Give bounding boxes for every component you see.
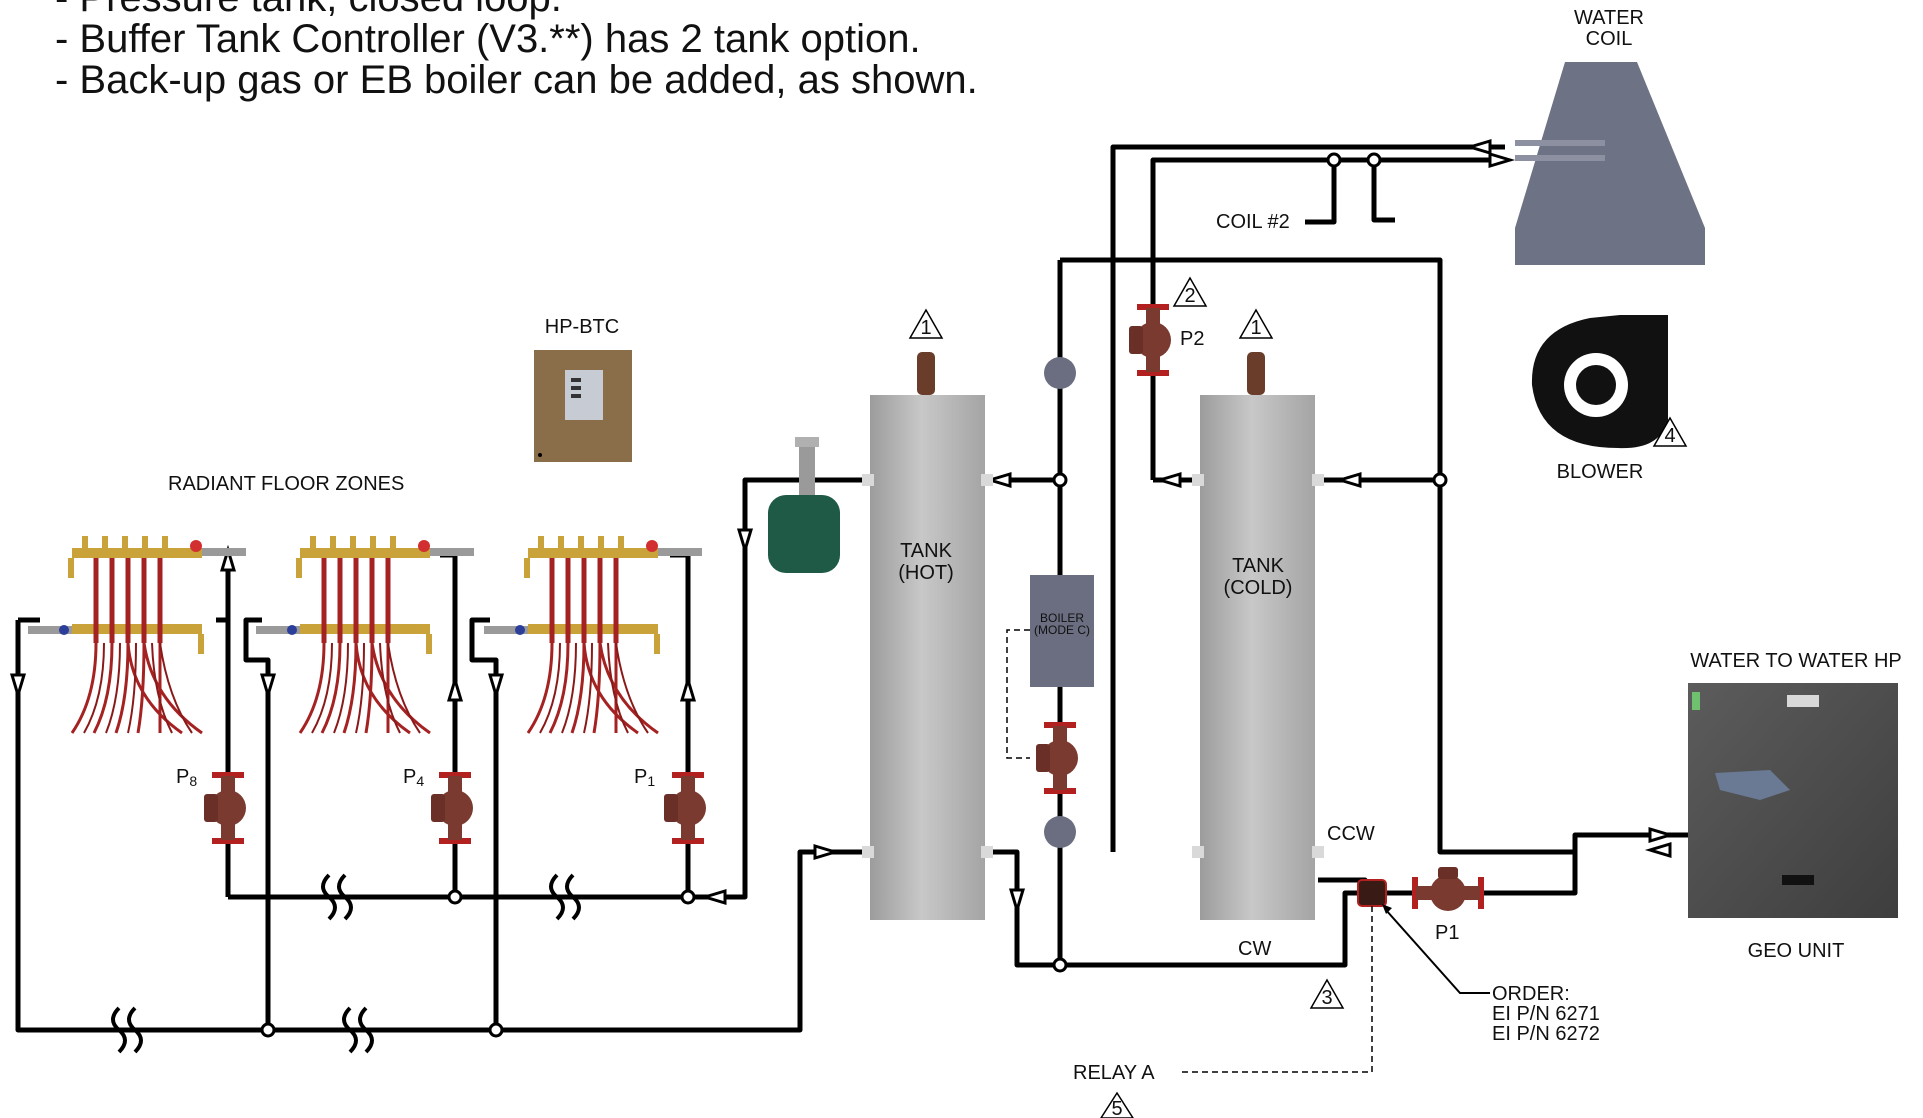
callout-1-cold: 1 bbox=[1238, 308, 1274, 339]
blower bbox=[1531, 315, 1668, 449]
callout-1-hot: 1 bbox=[908, 308, 944, 339]
radiant-label: RADIANT FLOOR ZONES bbox=[168, 473, 404, 495]
tank-cold bbox=[1192, 352, 1324, 920]
p2-label: P2 bbox=[1180, 328, 1204, 350]
svg-text:4: 4 bbox=[1664, 425, 1675, 447]
tank-cold-label-2: (COLD) bbox=[1224, 577, 1293, 599]
note-line-2: - Buffer Tank Controller (V3.**) has 2 t… bbox=[55, 17, 921, 61]
flow-arrows bbox=[9, 138, 1676, 916]
geo-unit bbox=[1688, 683, 1898, 918]
note-line-3: - Back-up gas or EB boiler can be added,… bbox=[55, 58, 978, 102]
svg-text:1: 1 bbox=[1250, 317, 1261, 339]
order-label-1: ORDER: bbox=[1492, 983, 1570, 1005]
manifold-zone-4 bbox=[256, 536, 474, 733]
zone-supply-main bbox=[228, 477, 870, 900]
cw-label: CW bbox=[1238, 938, 1271, 960]
boiler-control-wire bbox=[1006, 629, 1030, 759]
boiler bbox=[1030, 357, 1094, 848]
hp-btc-label: HP-BTC bbox=[545, 316, 619, 338]
svg-text:1: 1 bbox=[920, 317, 931, 339]
callout-5: 5 bbox=[1100, 1091, 1134, 1118]
boiler-label-2: (MODE C) bbox=[1034, 623, 1090, 637]
zone-p1-supply bbox=[670, 552, 691, 897]
order-label-3: EI P/N 6272 bbox=[1492, 1023, 1600, 1045]
tank-hot-label-1: TANK bbox=[900, 540, 953, 562]
relay-box bbox=[1357, 879, 1387, 907]
zone-return-main bbox=[15, 620, 870, 1033]
p1-main-label: P1 bbox=[1435, 922, 1459, 944]
expansion-tank bbox=[768, 437, 840, 573]
note-line-1: - Pressure tank, closed loop. bbox=[55, 0, 978, 19]
pump-p1-zone bbox=[664, 772, 706, 844]
zone-p4-supply bbox=[440, 552, 458, 897]
svg-text:3: 3 bbox=[1321, 987, 1332, 1009]
notes-block: - Pressure tank, closed loop. - Buffer T… bbox=[55, 0, 978, 101]
tank-hot-label-2: (HOT) bbox=[898, 562, 954, 584]
callout-4: 4 bbox=[1652, 416, 1688, 447]
coil-loop-supply bbox=[1110, 144, 1505, 852]
zone-p1-return bbox=[469, 617, 499, 1030]
blower-label: BLOWER bbox=[1557, 461, 1644, 483]
coil2-branch-b bbox=[1371, 160, 1395, 223]
order-leader bbox=[1385, 909, 1490, 994]
order-leader-arrow bbox=[1382, 904, 1392, 914]
zone-p4-return bbox=[243, 617, 271, 1030]
hot-tank-return-line bbox=[985, 849, 1365, 968]
pump-p4 bbox=[431, 772, 473, 844]
water-coil-label-2: COIL bbox=[1586, 28, 1633, 50]
pump-boiler bbox=[1036, 722, 1078, 794]
water-coil bbox=[1515, 62, 1705, 265]
boiler-label-1: BOILER bbox=[1040, 611, 1084, 625]
order-label-2: EI P/N 6271 bbox=[1492, 1003, 1600, 1025]
pump-p1-main bbox=[1412, 867, 1484, 911]
p4-label: P4 bbox=[403, 766, 424, 789]
manifold-zone-1 bbox=[484, 536, 702, 733]
relay-a-wire bbox=[1180, 906, 1373, 1073]
pump-p8 bbox=[204, 772, 246, 844]
pump-p2 bbox=[1129, 304, 1171, 376]
ccw-label: CCW bbox=[1327, 823, 1375, 845]
coil2-branch-a bbox=[1305, 160, 1337, 225]
w2w-label: WATER TO WATER HP bbox=[1690, 650, 1901, 672]
relay-a-label: RELAY A bbox=[1073, 1062, 1155, 1084]
tank-cold-label-1: TANK bbox=[1232, 555, 1285, 577]
svg-text:2: 2 bbox=[1184, 285, 1195, 307]
top-bridge bbox=[1060, 257, 1688, 855]
junctions bbox=[260, 152, 1448, 1038]
manifold-zone-8 bbox=[28, 536, 246, 733]
coil2-label: COIL #2 bbox=[1216, 211, 1290, 233]
water-coil-label-1: WATER bbox=[1574, 7, 1644, 29]
callout-3: 3 bbox=[1309, 978, 1345, 1009]
callout-2: 2 bbox=[1172, 276, 1208, 307]
p1-zone-label: P1 bbox=[634, 766, 655, 789]
geo-unit-label: GEO UNIT bbox=[1748, 940, 1845, 962]
svg-text:5: 5 bbox=[1111, 1098, 1122, 1118]
tank-hot bbox=[862, 352, 993, 920]
hp-btc-controller bbox=[534, 350, 632, 462]
p8-label: P8 bbox=[176, 766, 197, 789]
